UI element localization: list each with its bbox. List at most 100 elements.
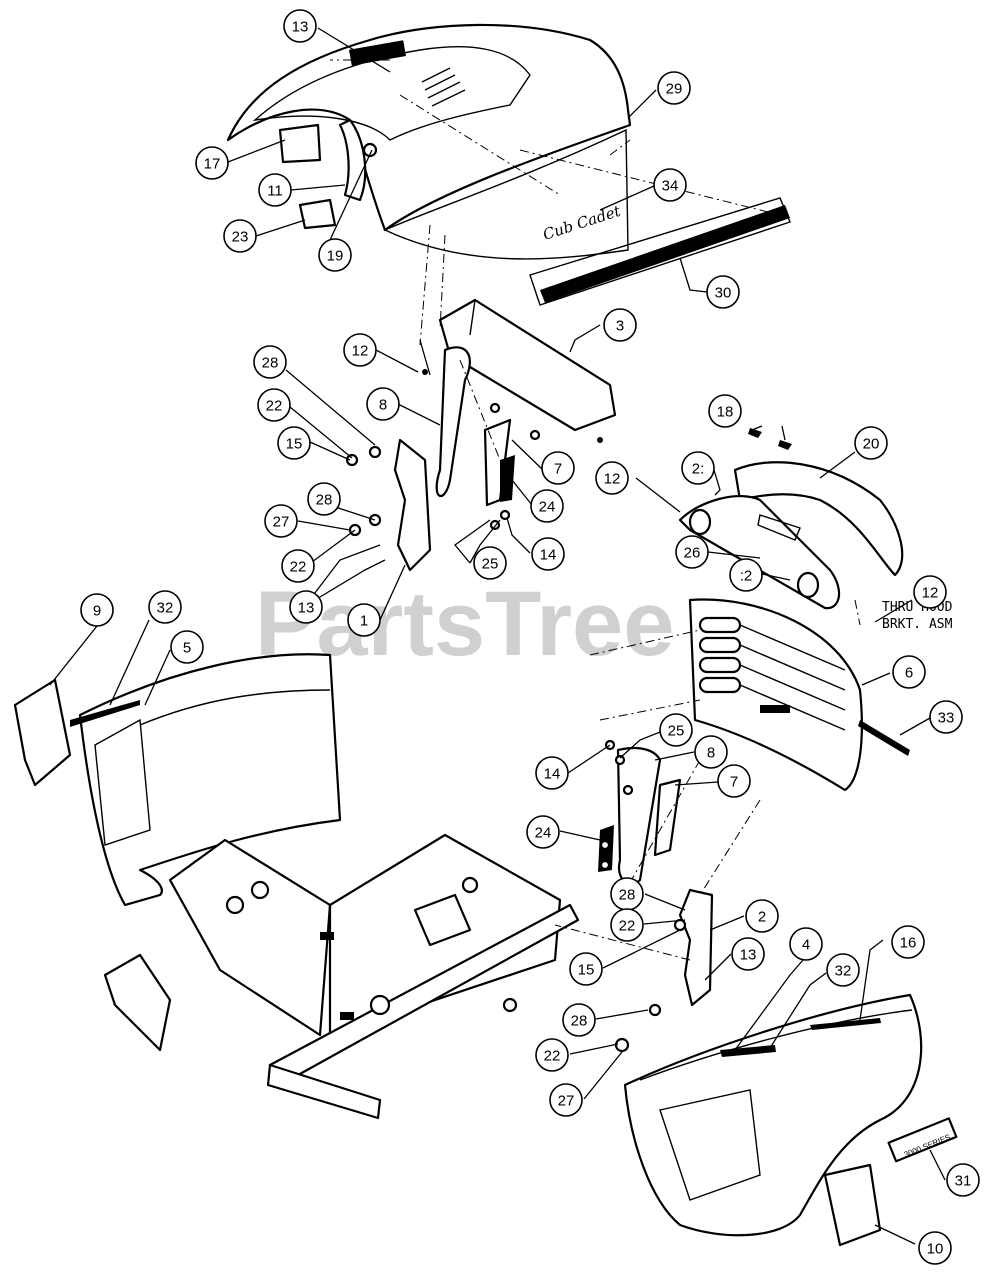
callout-c2: 2: [745, 899, 779, 933]
strip-32b: [720, 1045, 776, 1057]
callout-circle: [708, 394, 742, 428]
callout-label: 8: [379, 397, 387, 414]
callout-c13c: 13: [731, 937, 765, 971]
callout-circle: [80, 593, 114, 627]
callout-c22d: 22: [535, 1038, 569, 1072]
callout-label: 22: [290, 559, 307, 576]
callout-c1: 1: [347, 603, 381, 637]
callout-c14b: 14: [535, 756, 569, 790]
callout-label: 16: [900, 935, 917, 952]
callout-circle: [195, 146, 229, 180]
callout-label: 13: [740, 947, 757, 964]
callout-c24b: 24: [526, 815, 560, 849]
callout-label: 32: [157, 600, 174, 617]
callout-label: 12: [352, 343, 369, 360]
callout-label: 33: [938, 710, 955, 727]
callout-label: 7: [730, 774, 738, 791]
front-grille-6: [688, 598, 910, 792]
callout-c12d: 12: [913, 575, 947, 609]
hood-decal-30: Cub Cadet: [529, 197, 791, 306]
callout-circle: [891, 925, 925, 959]
callout-circle: [223, 219, 257, 253]
callout-label: 2: [758, 909, 766, 926]
callout-c12b: 12: [595, 461, 629, 495]
callout-circle: [569, 952, 603, 986]
callout-label: :2: [740, 568, 753, 585]
side-plate-9: [13, 678, 72, 787]
callout-label: 22: [619, 918, 636, 935]
grille-bracket-assembly: [678, 428, 904, 610]
callout-label: 7: [554, 461, 562, 478]
callout-circle: [731, 937, 765, 971]
callout-circle: [681, 451, 715, 485]
callout-circle: [694, 735, 728, 769]
callout-circle: [929, 700, 963, 734]
callout-c27a: 27: [264, 504, 298, 538]
callout-label: 31: [955, 1173, 972, 1190]
callout-label: 19: [327, 248, 344, 265]
link-7b: [653, 778, 682, 857]
callout-circle: [717, 764, 751, 798]
callout-c28c: 28: [610, 877, 644, 911]
callout-label: 12: [604, 471, 621, 488]
assembly-lines: [330, 59, 861, 961]
callout-c20: 20: [854, 426, 888, 460]
bracket-1-assembly: [345, 346, 541, 572]
callout-circle: [318, 238, 352, 272]
callout-label: 12: [922, 585, 939, 602]
callout-c11: 11: [258, 173, 292, 207]
callout-circle: [913, 575, 947, 609]
callout-label: 18: [717, 404, 734, 421]
callout-label: 29: [666, 81, 683, 98]
callout-c25b: 25: [659, 713, 693, 747]
callout-c27b: 27: [549, 1083, 583, 1117]
grille-slots: [698, 616, 846, 731]
partstree-watermark: PartsTree: [255, 573, 674, 675]
callout-label: 9: [93, 603, 101, 620]
callout-circle: [549, 1083, 583, 1117]
callout-c14a: 14: [531, 537, 565, 571]
callout-c7b: 7: [717, 764, 751, 798]
callout-c4: 4: [789, 927, 823, 961]
callout-c21: 2:: [681, 451, 715, 485]
callout-c6: 6: [892, 655, 926, 689]
callout-c34: 34: [653, 168, 687, 202]
cub-cadet-logo-badge: Cub Cadet: [541, 202, 624, 244]
callout-c18: 18: [708, 394, 742, 428]
callout-circle: [745, 899, 779, 933]
callout-label: 22: [266, 398, 283, 415]
callout-circle: [530, 489, 564, 523]
bracket-2-assembly: [598, 739, 714, 1053]
callout-circle: [541, 451, 575, 485]
strip-16: [810, 1018, 881, 1030]
callout-circle: [826, 953, 860, 987]
callout-label: 25: [482, 556, 499, 573]
callout-circle: [170, 630, 204, 664]
callout-circle: [347, 603, 381, 637]
hood-vents: [349, 40, 466, 107]
hood-note-line-2: BRKT. ASM: [882, 617, 953, 632]
callout-label: 13: [292, 19, 309, 36]
callout-c5: 5: [170, 630, 204, 664]
callout-circle: [253, 345, 287, 379]
callout-circle: [854, 426, 888, 460]
callout-label: 11: [267, 183, 283, 200]
callout-circle: [535, 756, 569, 790]
tractor-frame: [103, 833, 580, 1120]
callout-circle: [562, 1003, 596, 1037]
callout-c3: 3: [603, 308, 637, 342]
side-strip-32a: [70, 700, 140, 727]
callout-circle: [946, 1163, 980, 1197]
callout-label: 28: [571, 1013, 588, 1030]
callout-c28b: 28: [307, 482, 341, 516]
callout-c8a: 8: [366, 387, 400, 421]
callout-c13b: 13: [289, 590, 323, 624]
callout-circle: [258, 173, 292, 207]
callout-c16: 16: [891, 925, 925, 959]
callout-circle: [526, 815, 560, 849]
callout-circle: [653, 168, 687, 202]
callout-label: 26: [684, 545, 701, 562]
callout-label: 6: [905, 665, 913, 682]
callout-c8b: 8: [694, 735, 728, 769]
callout-label: 17: [204, 156, 221, 173]
